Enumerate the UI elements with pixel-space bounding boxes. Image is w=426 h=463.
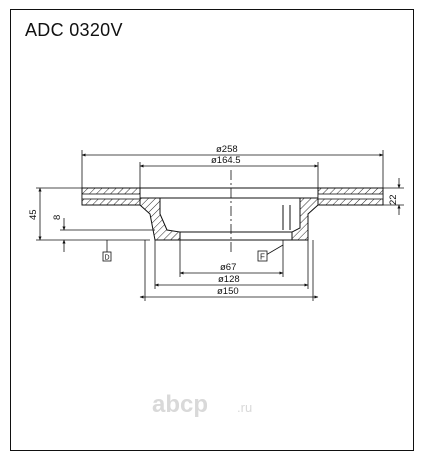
dimension-lines bbox=[36, 150, 404, 301]
watermark-main: abcp bbox=[152, 391, 208, 418]
dim-bolt-circle: ø128 bbox=[218, 274, 240, 285]
disc-outline bbox=[140, 187, 318, 241]
drawing-frame bbox=[10, 9, 414, 451]
dim-disc-thickness: 22 bbox=[388, 194, 399, 205]
datum-f: F bbox=[257, 250, 268, 262]
svg-text:D: D bbox=[105, 255, 110, 262]
dim-hat-offset: 8 bbox=[52, 215, 63, 220]
dim-total-height: 45 bbox=[28, 209, 39, 220]
vent-gaps bbox=[81, 193, 384, 200]
watermark-tld: .ru bbox=[237, 400, 252, 415]
dim-friction-inner-diameter: ø164.5 bbox=[211, 155, 241, 166]
right-hat-wall bbox=[291, 197, 319, 241]
dim-center-bore: ø67 bbox=[220, 262, 236, 273]
dim-hat-diameter: ø150 bbox=[217, 286, 239, 297]
left-hat-wall bbox=[139, 197, 181, 241]
dim-outer-diameter: ø258 bbox=[216, 144, 238, 155]
svg-text:F: F bbox=[260, 253, 265, 262]
datum-d: D bbox=[102, 251, 112, 262]
watermark: abcp .ru bbox=[152, 391, 252, 418]
part-number-label: ADC 0320V bbox=[25, 20, 123, 40]
